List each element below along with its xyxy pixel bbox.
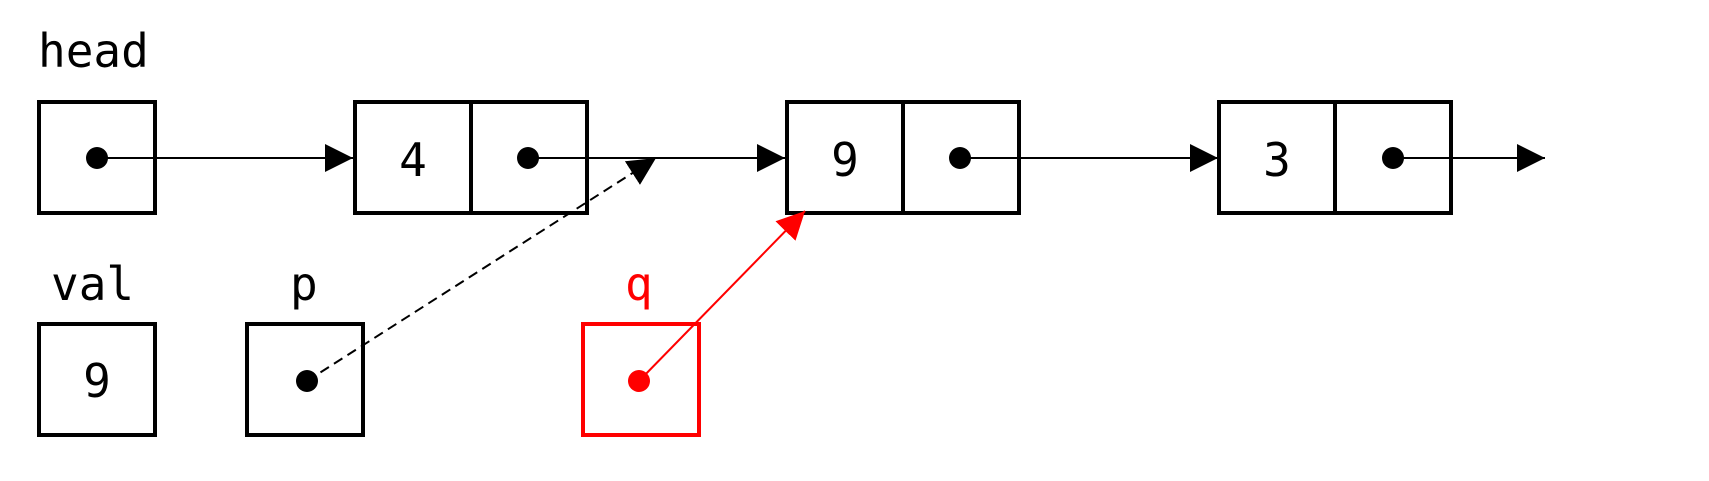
node-1-value: 4 bbox=[399, 133, 427, 187]
node-3-value: 3 bbox=[1263, 133, 1291, 187]
node-3-data-cell bbox=[1217, 100, 1337, 215]
q-pointer-arrow bbox=[638, 210, 806, 382]
list-node-2: 9 bbox=[785, 100, 1021, 215]
node-2-data-cell bbox=[785, 100, 905, 215]
q-label: q bbox=[625, 257, 653, 311]
q-box bbox=[581, 322, 701, 437]
p-pointer-arrow bbox=[306, 157, 657, 382]
q-pointer-dot bbox=[628, 370, 650, 392]
val-box-value: 9 bbox=[83, 354, 111, 408]
list-node-3: 3 bbox=[1217, 100, 1453, 215]
p-box bbox=[245, 322, 365, 437]
node-1-data-cell bbox=[353, 100, 473, 215]
head-label: head bbox=[38, 24, 149, 78]
list-node-1: 4 bbox=[353, 100, 589, 215]
node-2-value: 9 bbox=[831, 133, 859, 187]
p-label: p bbox=[290, 257, 318, 311]
p-pointer-dot bbox=[296, 370, 318, 392]
val-box bbox=[37, 322, 157, 437]
val-label: val bbox=[51, 257, 134, 311]
